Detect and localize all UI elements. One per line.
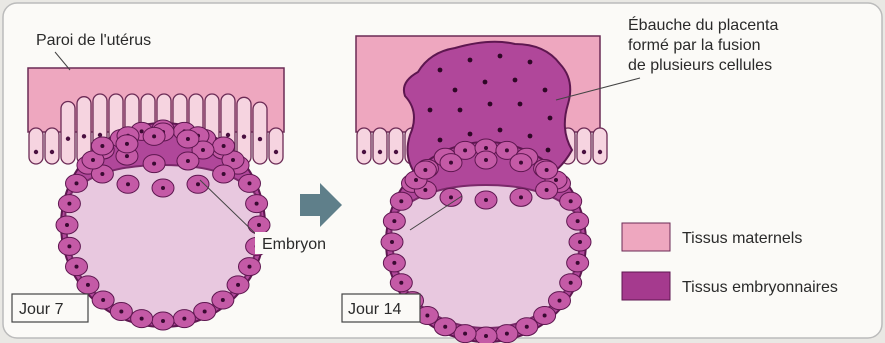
- day14-label: Jour 14: [348, 301, 401, 318]
- uterus-wall-label: Paroi de l'utérus: [36, 32, 151, 49]
- embryo-label: Embryon: [262, 236, 326, 253]
- day7-label: Jour 7: [19, 301, 64, 318]
- placenta-label-line1: Ébauche du placenta: [628, 15, 778, 34]
- placenta-label-line2: formé par la fusion: [628, 37, 761, 54]
- legend-maternal-label: Tissus maternels: [682, 230, 802, 247]
- legend-embryonic-swatch: [622, 272, 670, 300]
- placenta-label-line3: de plusieurs cellules: [628, 57, 772, 74]
- legend-embryonic-label: Tissus embryonnaires: [682, 279, 838, 296]
- legend-maternal-swatch: [622, 223, 670, 251]
